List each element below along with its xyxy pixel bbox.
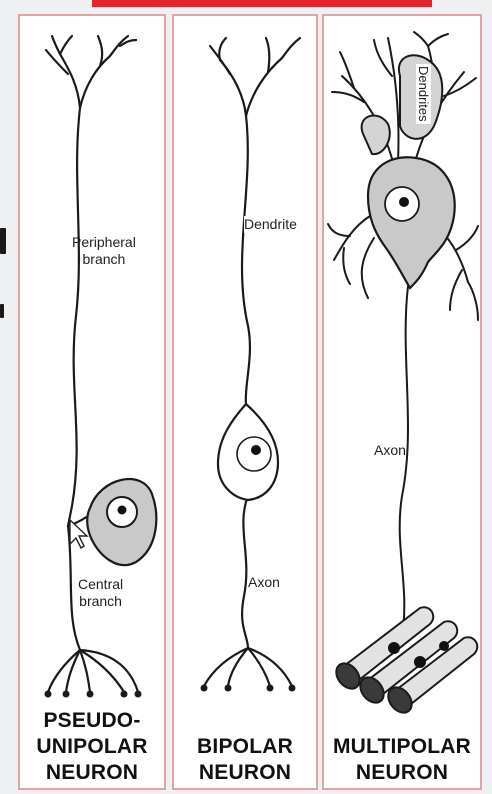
label-dendrites: Dendrites <box>416 64 431 124</box>
panel-bipolar: Dendrite Axon BIPOLAR NEURON <box>172 14 318 790</box>
title-pseudounipolar: PSEUDO- UNIPOLAR NEURON <box>20 708 164 786</box>
bipolar-neuron-drawing <box>174 16 320 792</box>
title-bipolar: BIPOLAR NEURON <box>174 734 316 786</box>
panel-multipolar: Dendrites Axon MULTIPOLAR NEURON <box>322 14 482 790</box>
edge-fragment-mark <box>0 228 6 254</box>
panel-pseudounipolar: Peripheral branch Central branch PSEUDO-… <box>18 14 166 790</box>
title-multipolar: MULTIPOLAR NEURON <box>324 734 480 786</box>
edge-fragment-mark <box>0 304 4 318</box>
label-central-branch: Central branch <box>78 576 123 610</box>
multipolar-neuron-drawing <box>324 16 484 792</box>
label-peripheral-branch: Peripheral branch <box>72 234 136 268</box>
label-axon-multipolar: Axon <box>374 442 406 459</box>
label-axon: Axon <box>248 574 280 591</box>
label-dendrite: Dendrite <box>244 216 297 233</box>
red-header-bar <box>92 0 432 7</box>
pseudounipolar-neuron-drawing <box>20 16 168 792</box>
